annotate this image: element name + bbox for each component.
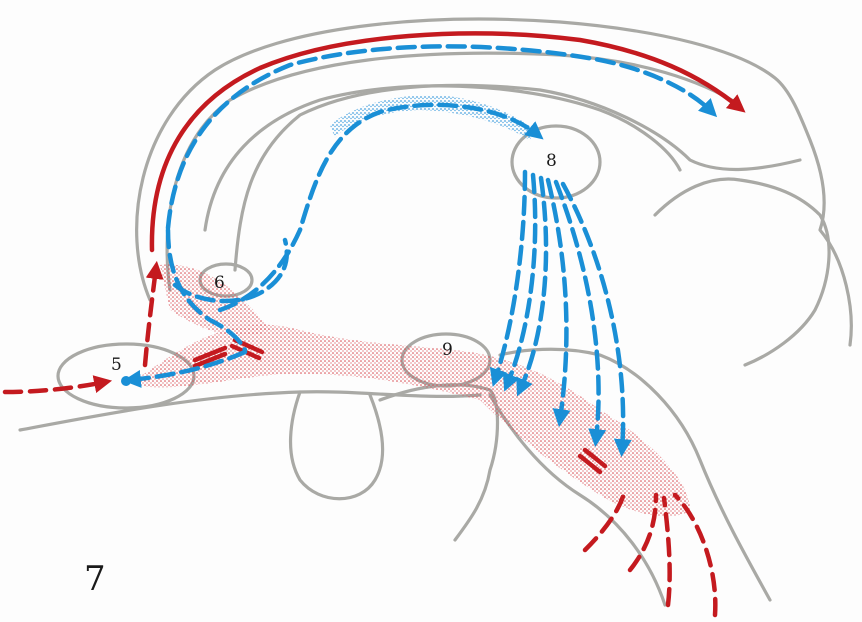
node-5-label: 5 (111, 355, 122, 375)
node-6-label: 6 (214, 273, 225, 293)
node-8-label: 8 (546, 151, 557, 171)
stipple-regions (135, 95, 690, 516)
blue-terminal-dot (121, 376, 131, 386)
figure-number: 7 (84, 559, 106, 599)
pituitary-outline (291, 392, 383, 499)
optic-outline (380, 385, 498, 540)
red-stipple-hypothalamus (135, 325, 690, 517)
ventral-outline (20, 392, 480, 430)
cortex-inner-outline (167, 53, 740, 290)
cerebellum-outline (655, 179, 829, 365)
red-input-to-5 (5, 382, 105, 392)
red-5-to-septum (145, 268, 156, 365)
blue-fornix-arc (220, 105, 538, 310)
node-9-label: 9 (442, 340, 453, 360)
